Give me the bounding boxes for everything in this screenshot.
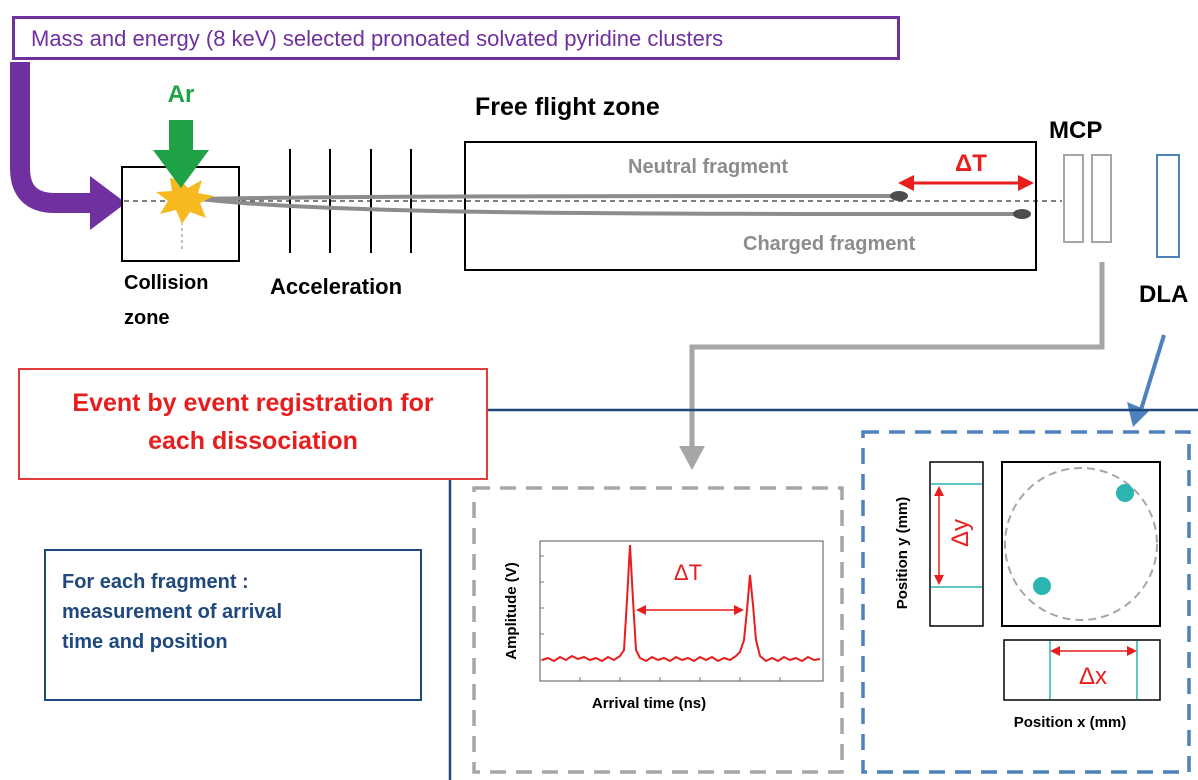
collision-star <box>156 178 214 224</box>
timing-ylabel: Amplitude (V) <box>503 562 520 660</box>
event-line-1: Event by event registration for <box>72 389 434 417</box>
detector-circle <box>1004 467 1158 621</box>
free-flight-zone-box <box>464 141 1037 271</box>
charged-fragment-label: Charged fragment <box>743 233 916 255</box>
mcp-signal-path <box>689 262 1105 450</box>
delta-y-label: Δy <box>947 519 974 547</box>
beam-entry-arrowhead <box>90 176 126 230</box>
free-flight-zone-label: Free flight zone <box>475 93 660 121</box>
fragment-line-1: For each fragment : <box>62 571 249 593</box>
fragment-line-3: time and position <box>62 631 228 653</box>
timing-delta-t-arrowhead-left <box>636 605 646 615</box>
delta-y-arrowhead-top <box>934 486 944 496</box>
mcp-plate-1 <box>1063 154 1084 243</box>
position-ylabel: Position y (mm) <box>894 497 911 610</box>
event-registration-box: Event by event registration for each dis… <box>18 368 488 480</box>
dla-signal-arrow <box>1138 334 1166 414</box>
header-banner: Mass and energy (8 keV) selected pronoat… <box>12 16 900 60</box>
fragment-measurement-text: For each fragment : measurement of arriv… <box>62 567 282 657</box>
timing-signal-trace <box>541 544 821 663</box>
charged-fragment-dot <box>1013 209 1031 219</box>
dla-label: DLA <box>1139 281 1188 308</box>
charged-fragment-trajectory <box>199 197 1023 216</box>
header-title: Mass and energy (8 keV) selected pronoat… <box>31 26 724 51</box>
mcp-label: MCP <box>1049 117 1102 144</box>
acceleration-label: Acceleration <box>270 274 402 299</box>
neutral-fragment-label: Neutral fragment <box>628 156 788 178</box>
neutral-fragment-dot <box>890 191 908 201</box>
impact-spot-2 <box>1033 577 1051 595</box>
position-xlabel: Position x (mm) <box>1014 714 1127 731</box>
dla-detector <box>1156 154 1180 258</box>
delta-x-arrowhead-right <box>1127 646 1137 656</box>
timing-panel-box <box>472 486 844 774</box>
timing-xlabel: Arrival time (ns) <box>592 695 706 712</box>
timing-delta-t-arrowhead-right <box>734 605 744 615</box>
delta-t-arrowhead-left <box>898 175 914 191</box>
timing-delta-t-label: ΔT <box>674 560 702 585</box>
event-line-2: each dissociation <box>148 427 358 455</box>
impact-spot-1 <box>1116 484 1134 502</box>
delta-y-arrowhead-bottom <box>934 575 944 585</box>
delta-t-label: ΔT <box>955 150 987 177</box>
argon-arrow <box>153 120 209 188</box>
neutral-fragment-trajectory <box>199 194 897 201</box>
position-panel-box <box>861 430 1191 774</box>
argon-label: Ar <box>168 81 195 108</box>
event-registration-text: Event by event registration for each dis… <box>20 384 486 460</box>
beam-entry-arrow <box>10 62 92 213</box>
mcp-plate-2 <box>1091 154 1112 243</box>
fragment-line-2: measurement of arrival <box>62 601 283 623</box>
mcp-signal-arrowhead <box>679 446 705 470</box>
delta-x-label: Δx <box>1079 663 1107 690</box>
acceleration-electrodes <box>289 149 412 253</box>
dla-signal-arrowhead <box>1127 402 1149 427</box>
delta-t-arrowhead-right <box>1018 175 1034 191</box>
collision-zone-label-line2: zone <box>124 307 170 329</box>
collision-zone-label-line1: Collision <box>124 272 208 294</box>
delta-x-arrowhead-left <box>1050 646 1060 656</box>
fragment-measurement-box: For each fragment : measurement of arriv… <box>44 549 422 701</box>
detector-square <box>1001 461 1161 627</box>
